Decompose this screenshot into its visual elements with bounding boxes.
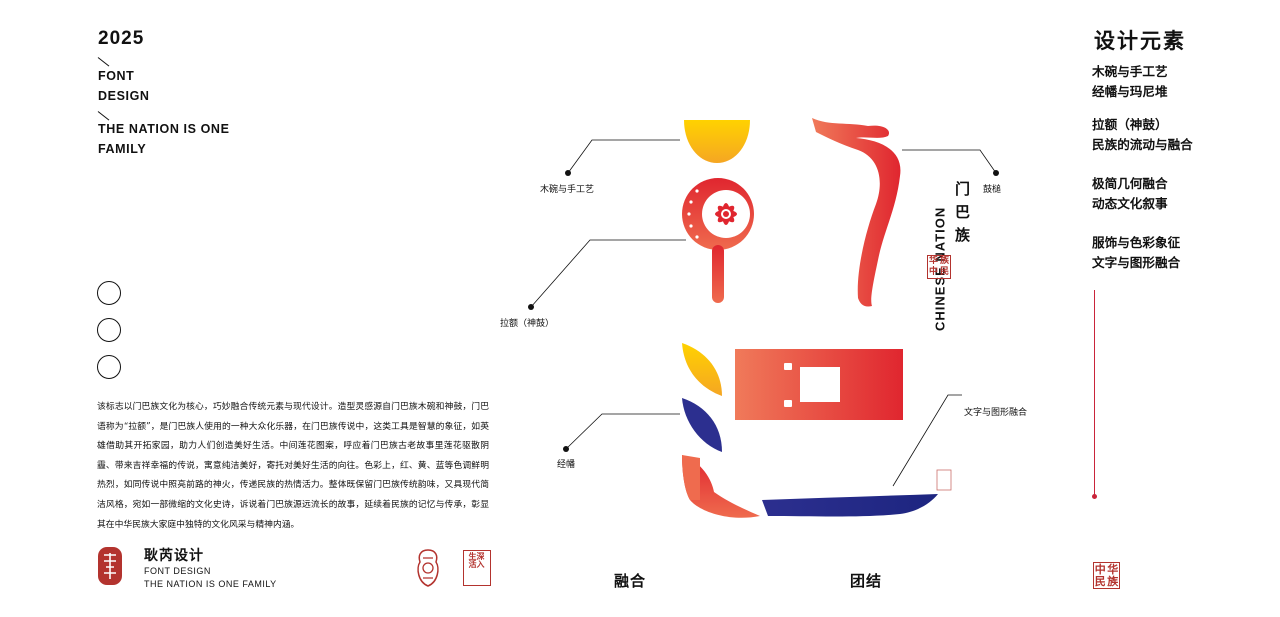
callout-drum: 拉额（神鼓） — [500, 319, 555, 329]
divider-slash — [97, 57, 110, 67]
element-item: 服饰与色彩象征 — [1092, 235, 1181, 250]
element-item: 拉额（神鼓） — [1092, 117, 1168, 132]
element-group-2: 拉额（神鼓） 民族的流动与融合 — [1092, 115, 1193, 154]
zhonghua-seal: 中 华 民 族 — [1093, 562, 1120, 589]
title-line-font: FONT — [98, 69, 135, 83]
callout-bowl: 木碗与手工艺 — [540, 185, 595, 195]
seal-char: 中 — [1094, 562, 1106, 576]
chinese-nation-seal: 华 族 中 民 — [927, 255, 951, 279]
footer-line-1: FONT DESIGN — [144, 566, 211, 576]
callout-drumstick: 鼓槌 — [983, 185, 1002, 195]
seal-char: 中 — [928, 267, 938, 277]
title-line-nation: THE NATION IS ONE — [98, 122, 230, 136]
seal-char: 族 — [1107, 575, 1119, 589]
seal-char: 族 — [939, 256, 949, 266]
element-item: 经幡与玛尼堆 — [1092, 83, 1168, 99]
word-unity: 团结 — [850, 572, 883, 590]
callout-text-graphic: 文字与图形融合 — [964, 408, 1028, 418]
mengba-logo-graphic — [528, 118, 999, 518]
element-group-4: 服饰与色彩象征 文字与图形融合 — [1092, 233, 1180, 272]
vertical-chinese-label: 门巴族 — [953, 181, 971, 250]
element-group-1: 木碗与手工艺 经幡与玛尼堆 — [1092, 62, 1168, 101]
circle-marker — [97, 318, 121, 342]
element-item: 民族的流动与融合 — [1092, 136, 1193, 152]
element-item: 木碗与手工艺 — [1092, 64, 1168, 79]
title-line-design: DESIGN — [98, 89, 150, 103]
word-fusion: 融合 — [614, 572, 647, 590]
element-item: 极简几何融合 — [1092, 176, 1168, 191]
ornament-seal-icon — [417, 549, 439, 587]
seal-text: 深入生活 — [468, 551, 486, 568]
seal-stamp-icon — [98, 547, 122, 585]
brand-name: 耿芮设计 — [144, 548, 204, 564]
seal-char: 华 — [1107, 562, 1119, 576]
element-item: 文字与图形融合 — [1092, 254, 1181, 270]
red-dot — [1092, 494, 1097, 499]
year-label: 2025 — [98, 28, 145, 49]
small-seal: 深入生活 — [463, 550, 491, 586]
footer-line-2: THE NATION IS ONE FAMILY — [144, 579, 277, 589]
seal-char: 华 — [928, 256, 938, 266]
seal-char: 民 — [939, 267, 949, 277]
red-vertical-line — [1094, 290, 1095, 496]
design-elements-title: 设计元素 — [1094, 28, 1186, 53]
title-line-family: FAMILY — [98, 142, 147, 156]
description-paragraph: 该标志以门巴族文化为核心，巧妙融合传统元素与现代设计。造型灵感源自门巴族木碗和神… — [97, 402, 489, 530]
circle-marker — [97, 355, 121, 379]
divider-slash — [97, 111, 110, 121]
element-group-3: 极简几何融合 动态文化叙事 — [1092, 174, 1168, 213]
seal-char: 民 — [1094, 575, 1106, 589]
element-item: 动态文化叙事 — [1092, 195, 1168, 211]
circle-marker — [97, 281, 121, 305]
callout-banner: 经幡 — [557, 460, 576, 470]
